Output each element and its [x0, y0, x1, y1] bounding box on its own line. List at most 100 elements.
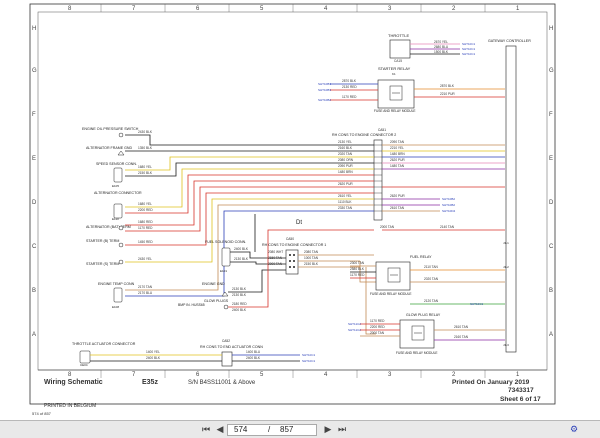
wire-label: 2000 TAN — [370, 331, 385, 335]
wire-label: 1170 RED — [342, 95, 357, 99]
connector-icon — [118, 259, 124, 265]
wire-label: 2670 YEL — [434, 40, 448, 44]
wire-label: 2160 TAN — [454, 335, 469, 339]
page-ref[interactable]: SHT11C2 — [348, 328, 361, 332]
wire-label: 2080 ORN — [338, 158, 354, 162]
wire-label: 2870 BLK — [440, 84, 455, 88]
page-ref[interactable]: SHT10C1 — [302, 359, 316, 363]
col-label: 1 — [516, 6, 520, 12]
fuel-relay-module: FUSE AND RELAY MODULE — [370, 292, 412, 296]
wire-label: 2150 BLK — [138, 171, 153, 175]
row-label: D — [549, 200, 554, 206]
page-ref[interactable]: SHT10B3 — [318, 88, 331, 92]
wire-label: 2120 TAN — [424, 299, 439, 303]
wire-label: 2300 TAN — [350, 261, 365, 265]
glow-relay-wire-labels: 1170 RED 2200 RED 2000 TAN 2610 TAN 2160… — [370, 319, 469, 339]
ca50-label: RH CONS TO ENGINE CONNECTOR 1 — [262, 243, 326, 247]
ca51-id: CA51 — [378, 128, 386, 132]
page-ref[interactable]: SHT10C1 — [462, 52, 476, 56]
row-label: D — [32, 200, 37, 206]
title-block: Wiring Schematic E35z S/N B4SS11001 & Ab… — [32, 369, 547, 416]
wire-label: 1400 BLU — [246, 350, 261, 354]
ca52-body — [221, 351, 233, 367]
connector-symbols — [79, 132, 125, 364]
relay-coil-icon — [411, 325, 425, 341]
wire-label: 2200 RED — [370, 325, 385, 329]
col-label: 8 — [68, 6, 72, 12]
col-label: 3 — [388, 6, 392, 12]
wire-label: 1110 BLK — [338, 200, 352, 204]
wire-label: 2020 TAN — [424, 277, 439, 281]
ca52-id: CA52 — [222, 339, 230, 343]
component-id: E101 — [220, 269, 227, 273]
wire-label: 2080 TAN — [304, 250, 319, 254]
last-page-icon[interactable]: ⏭ — [337, 425, 347, 435]
column-ticks — [100, 4, 486, 378]
engine-gnd-label: ENGINE GND — [202, 282, 225, 286]
page-number-input[interactable]: 574 / 857 — [227, 424, 317, 436]
wire-label: 1450 RED — [138, 240, 153, 244]
engine-temp-label: ENGINE TEMP CONN — [98, 282, 135, 286]
page-ref[interactable]: SHT10B2 — [442, 203, 455, 207]
serial-range: S/N B4SS11001 & Above — [188, 380, 256, 386]
wire-label: 1170 RED — [370, 319, 385, 323]
component-id: CE04 — [80, 363, 88, 367]
wire-label: 2620 PUR — [390, 194, 405, 198]
page-ref[interactable]: SHT10D4 — [442, 209, 456, 213]
throttle-actuator-label: THROTTLE ACTUATOR CONNECTOR — [72, 342, 136, 346]
wire-label: 1350 BLK — [138, 146, 153, 150]
page-ref[interactable]: SHT10C1 — [462, 47, 476, 51]
wire-label: 2400 BLK — [232, 308, 247, 312]
col-label: 1 — [516, 372, 520, 378]
wire-label: 1680 RED — [138, 220, 153, 224]
page-ref[interactable]: SHT11C2 — [348, 322, 361, 326]
page-ref[interactable]: SHT10B2 — [442, 197, 455, 201]
wire-label: 2080 WHT — [268, 250, 283, 254]
wire-label: 1680 YEL — [138, 202, 152, 206]
schematic-title: Wiring Schematic — [44, 379, 103, 386]
gateway-pin: J1-3 — [503, 343, 509, 347]
alt-bat-label: ALTERNATOR (BAT) TERM — [86, 225, 131, 229]
ca52-label: RH CONS TO END ACTUATOR CONN — [200, 345, 263, 349]
wire-label: 1400 YEL — [146, 350, 160, 354]
page-ref[interactable]: SHT10C1 — [470, 302, 484, 306]
schematic-sheet: 8 7 6 5 4 3 2 1 8 7 6 5 4 3 2 1 H G F E … — [0, 0, 600, 420]
ca50-wire-labels: 2080 WHT 2150 TAN 2000 TAN 2080 TAN 1000… — [268, 225, 455, 266]
actuator-connector: CA52 RH CONS TO END ACTUATOR CONN — [200, 339, 263, 367]
row-labels-left: H G F E D C B A — [32, 26, 37, 338]
col-label: 6 — [196, 372, 200, 378]
fuel-relay-wire-labels: 2300 TAN 2580 BLK 1170 RED 2110 TAN 2020… — [350, 261, 439, 303]
ca52-wires — [90, 354, 300, 362]
page-ref[interactable]: SHT10C1 — [462, 42, 476, 46]
row-labels-right: H G F E D C B A — [549, 26, 554, 338]
starter-relay-module: FUSE AND RELAY MODULE — [374, 109, 416, 113]
left-component-ids: E105 E110 E108 CE04 — [80, 184, 119, 367]
page-ref[interactable]: SHT10B2 — [318, 98, 331, 102]
next-page-icon[interactable]: ▶ — [324, 425, 332, 435]
ca50-body — [285, 249, 299, 275]
first-page-icon[interactable]: ⏮ — [201, 425, 211, 435]
page-ref[interactable]: SHT10B3 — [318, 82, 331, 86]
wire-label: 1170 RED — [350, 273, 365, 277]
left-wire-labels: 2430 BLK 1350 BLK 1680 YEL 2150 BLK 1680… — [138, 130, 153, 295]
connector-icon — [79, 350, 91, 364]
wire-label: 2620 PUR — [338, 182, 353, 186]
fuel-solenoid-group: FUEL SOLENOID CONN. E101 ENGINE GND GLOW… — [178, 240, 246, 310]
connector-icon — [221, 247, 231, 267]
page-ref[interactable]: SHT10C1 — [302, 353, 316, 357]
wire-label: 2130 YEL — [338, 140, 352, 144]
wire-label: 2400 BLK — [234, 247, 249, 251]
gear-icon[interactable]: ⚙ — [569, 425, 579, 435]
col-label: 2 — [452, 372, 456, 378]
glow-relay-module: FUSE AND RELAY MODULE — [396, 351, 438, 355]
wire-label: 2200 RED — [138, 208, 153, 212]
page-count: 574 of 857 — [32, 411, 52, 416]
page-current[interactable]: 574 — [234, 425, 248, 434]
ca51-page-refs: SHT10B2 SHT10B2 SHT10D4 — [442, 197, 456, 213]
connector-icon — [118, 242, 124, 248]
starter-relay-id: K1 — [392, 72, 396, 76]
wire-label: 2170 TAN — [138, 285, 153, 289]
column-labels-top: 8 7 6 5 4 3 2 1 — [68, 6, 520, 12]
alt-frame-gnd-label: ALTERNATOR FRAME GND — [86, 146, 133, 150]
prev-page-icon[interactable]: ◀ — [216, 425, 224, 435]
